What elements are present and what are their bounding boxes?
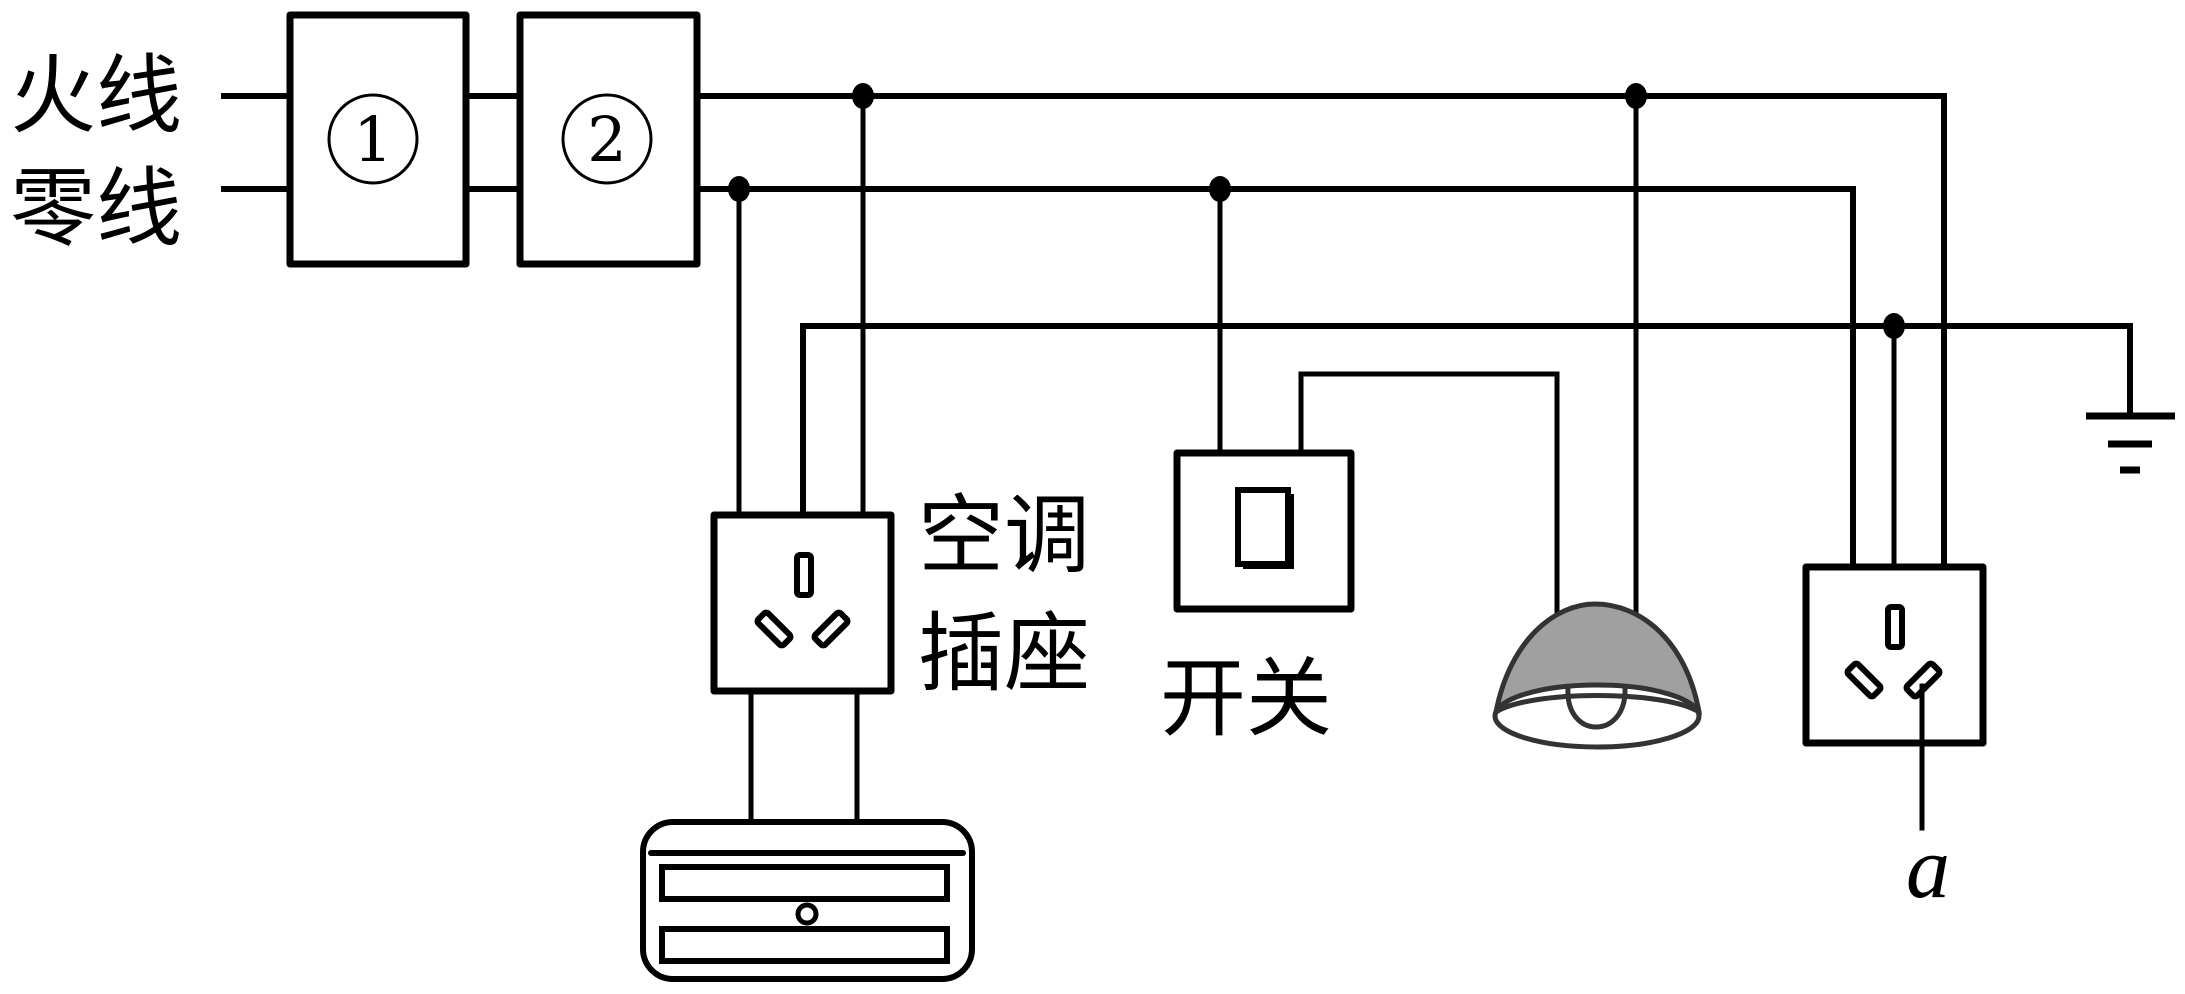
lamp-icon [1492,601,1702,750]
switch-to-lamp-wire [1298,371,1560,615]
junctions [728,83,1905,339]
ac-socket-label-2: 插座 [918,604,1090,704]
branch-wires [736,93,1925,831]
junction-dot [1209,176,1231,202]
socket-slot-left [754,609,794,649]
device-1-circle [327,93,419,185]
socket-slot-right [1903,660,1943,700]
wire-a-label: a [1906,820,1950,917]
ac-socket [710,511,895,695]
ground-icon [2086,412,2175,474]
junction-dot [728,176,750,202]
socket-slot-earth [1885,604,1905,650]
socket-slot-left [1844,660,1884,700]
ac-socket-box [710,511,895,695]
neutral-bus [695,186,1856,569]
ac-vent-bottom [659,926,950,964]
incoming-wires [221,93,521,192]
lamp-rim-back [1494,693,1701,715]
neutral-wire-label: 零线 [10,159,182,259]
device-2: 2 [516,11,701,268]
junction-dot [852,83,874,109]
device-1-box [286,11,470,268]
device-1: 1 [286,11,470,268]
lamp-shade [1492,601,1702,715]
ac-socket-label-1: 空调 [918,486,1090,586]
buses [695,93,2133,569]
junction-dot [1625,83,1647,109]
air-conditioner-icon [640,819,975,982]
switch-icon [1173,449,1355,613]
device-2-box [516,11,701,268]
ac-vent-top [659,864,950,902]
live-wire-label: 火线 [10,46,182,146]
device-1-number: 1 [353,103,392,176]
socket-slot-right [811,609,851,649]
live-bus [695,93,1947,569]
junction-dot [1883,313,1905,339]
socket-slot-earth [794,552,814,598]
switch-label: 开关 [1160,649,1332,749]
lamp-bulb [1565,682,1628,730]
device-2-number: 2 [587,103,626,176]
ac-indicator [795,902,819,926]
device-2-circle [561,93,653,185]
wall-socket-box [1802,563,1987,747]
wall-socket [1802,563,1987,748]
earth-bus [800,323,2133,513]
switch-toggle [1235,487,1291,567]
